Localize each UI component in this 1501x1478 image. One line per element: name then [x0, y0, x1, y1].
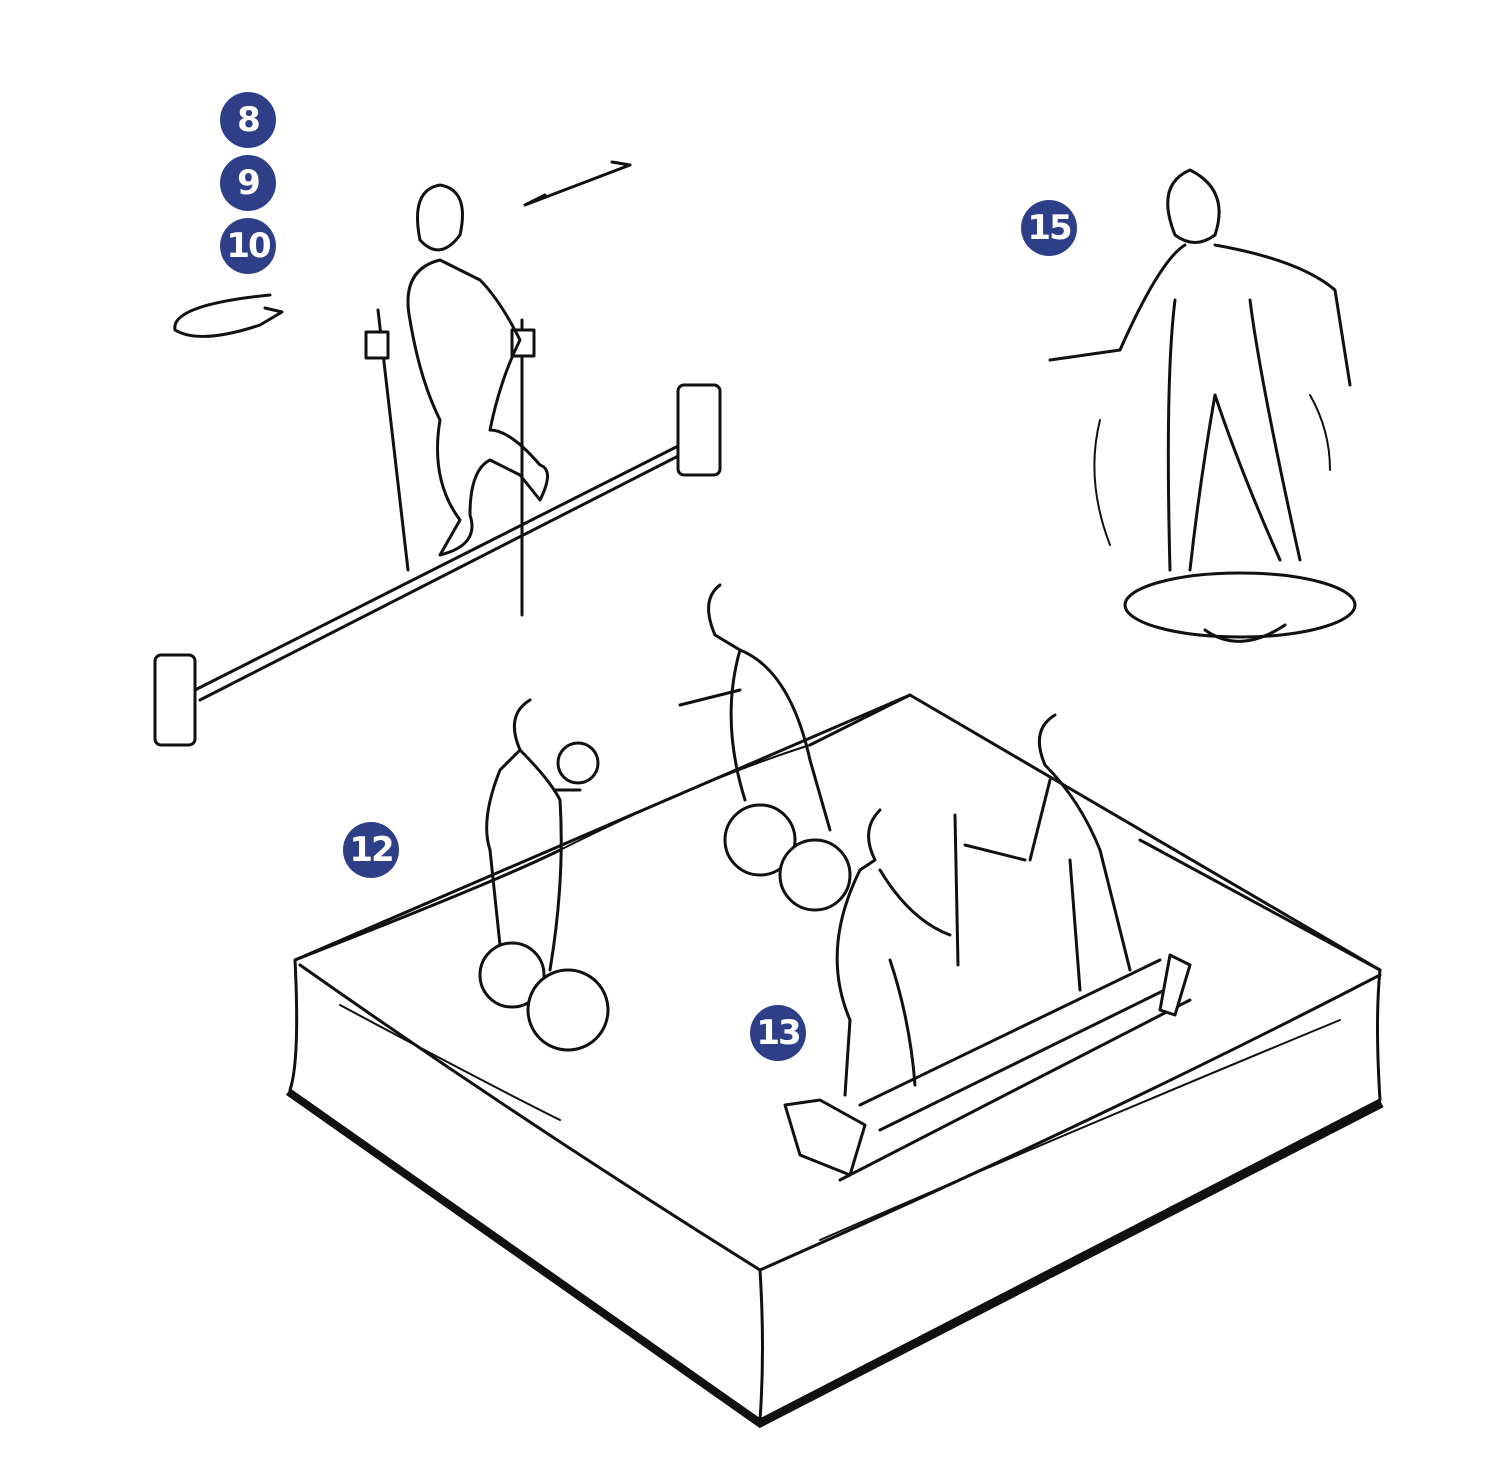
badge-10: 10 — [220, 218, 276, 274]
badge-label: 12 — [349, 830, 394, 870]
badge-15: 15 — [1021, 200, 1077, 256]
badge-13: 13 — [750, 1005, 806, 1061]
badge-8: 8 — [220, 92, 276, 148]
mattress — [285, 693, 1384, 1429]
slackline — [153, 160, 722, 747]
badge-label: 10 — [226, 226, 271, 266]
balance-board-figure — [1048, 168, 1357, 643]
badge-label: 8 — [237, 100, 261, 140]
badge-label: 13 — [756, 1013, 801, 1053]
badge-12: 12 — [343, 822, 399, 878]
balance-balls — [478, 583, 852, 1052]
badge-9: 9 — [220, 155, 276, 211]
badge-label: 9 — [237, 163, 261, 203]
balance-beam — [783, 713, 1192, 1182]
badge-label: 15 — [1027, 208, 1072, 248]
